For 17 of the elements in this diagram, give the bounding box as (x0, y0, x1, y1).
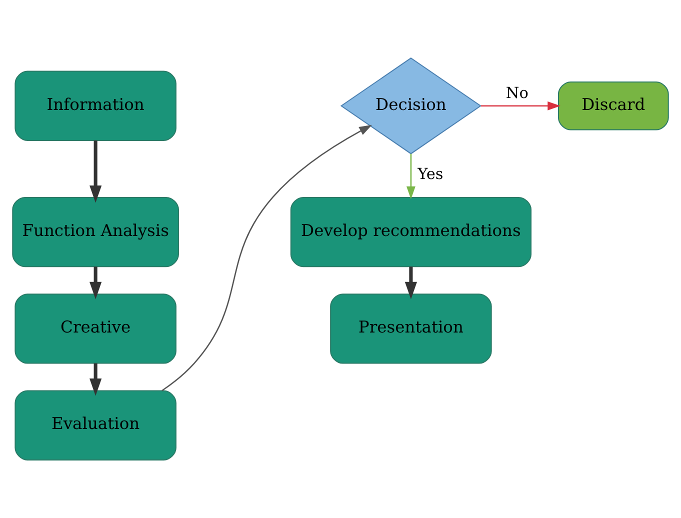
arrow (162, 124, 372, 392)
node-box: Function Analysis (12, 196, 179, 268)
edge-label: Yes (418, 165, 444, 184)
arrow (406, 154, 416, 200)
node-box: Information (14, 70, 176, 141)
node-box: Presentation (330, 294, 492, 364)
arrow (90, 266, 102, 300)
node-box: Creative (14, 294, 176, 364)
arrow (404, 266, 418, 300)
arrow (90, 140, 102, 203)
node-box: Evaluation (14, 390, 176, 460)
node-box: Develop recommendations (290, 196, 532, 268)
node-diamond: Decision (340, 57, 482, 154)
node-box: Discard (558, 81, 669, 130)
arrow (480, 101, 560, 110)
arrow (90, 363, 102, 396)
edge-label: No (506, 84, 528, 102)
